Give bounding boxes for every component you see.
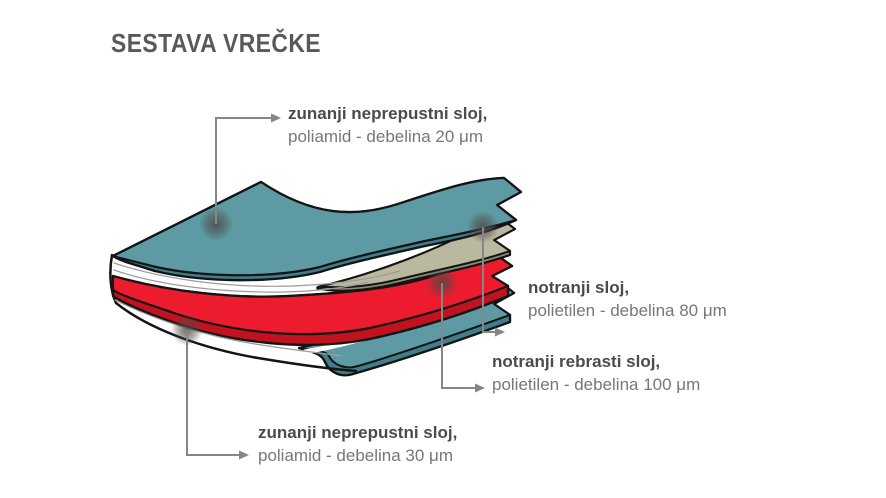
laminate-hairline-middle [113,269,369,293]
callout-arrow-inner [495,327,505,337]
callout-arrow-inner-ribbed [475,383,485,393]
label-inner-layer: notranji sloj, polietilen - debelina 80 … [528,276,727,322]
label-inner-detail: polietilen - debelina 80 μm [528,301,727,320]
callout-line-inner [482,227,496,333]
laminate-hairline-bottom [114,299,343,357]
label-inner-ribbed-detail: polietilen - debelina 100 μm [492,375,701,394]
label-bottom-outer-layer: zunanji neprepustni sloj, poliamid - deb… [258,421,457,467]
callout-lines [186,113,505,460]
layer-top-outer-surface [111,176,523,277]
laminate-hairline-upper [113,262,401,287]
label-inner-title: notranji sloj, [528,278,630,297]
callout-line-top-outer [215,117,272,224]
callout-arrow-bottom-outer [239,450,249,460]
label-top-outer-title: zunanji neprepustni sloj, [288,104,488,123]
label-inner-ribbed-title: notranji rebrasti sloj, [492,352,661,371]
label-top-outer-detail: poliamid - debelina 20 μm [288,127,484,146]
callout-line-inner-ribbed [441,283,476,389]
label-bottom-outer-title: zunanji neprepustni sloj, [258,423,458,442]
label-inner-ribbed-layer: notranji rebrasti sloj, polietilen - deb… [492,350,700,396]
callout-arrow-top-outer [271,113,281,123]
callout-line-bottom-outer [186,330,240,456]
page-title: SESTAVA VREČKE [111,28,322,58]
label-bottom-outer-detail: poliamid - debelina 30 μm [258,446,454,465]
label-top-outer-layer: zunanji neprepustni sloj, poliamid - deb… [288,102,487,148]
